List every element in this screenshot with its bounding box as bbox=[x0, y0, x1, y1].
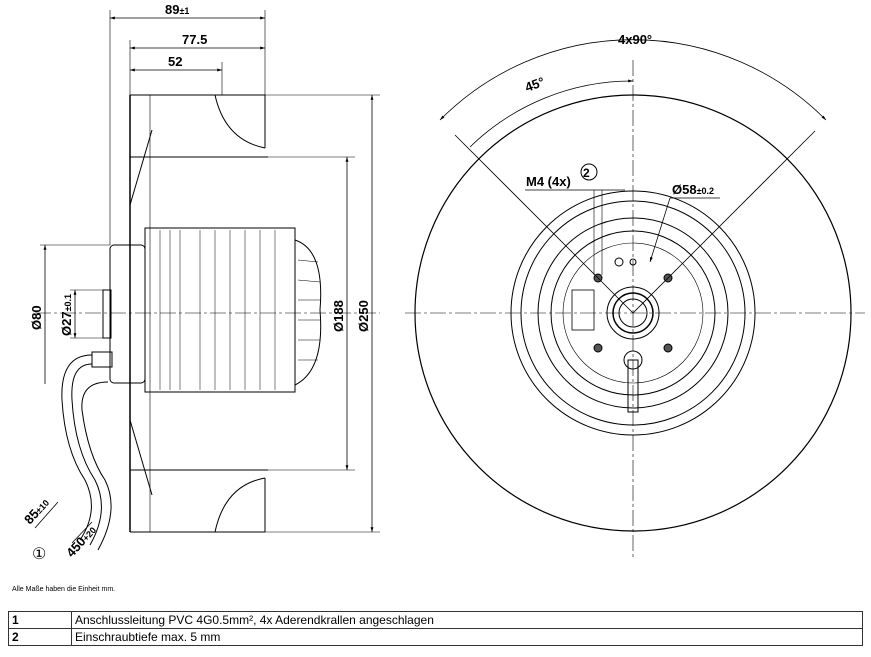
dim-m4: M4 (4x) bbox=[526, 174, 571, 189]
side-view bbox=[34, 10, 380, 551]
front-view bbox=[405, 39, 865, 560]
legend-number: 2 bbox=[8, 628, 72, 646]
dim-d27: Ø27±0.1 bbox=[59, 294, 74, 336]
dim-cable-450: 450+20 bbox=[63, 522, 99, 560]
motor-end-cap bbox=[294, 239, 322, 386]
side-view-labels: 89±1 77.5 52 Ø250 Ø188 Ø80 Ø27±0.1 85±10… bbox=[21, 2, 371, 563]
dim-cable-85: 85±10 bbox=[21, 495, 52, 527]
dim-d80: Ø80 bbox=[29, 305, 44, 330]
dim-4x90: 4x90° bbox=[618, 32, 652, 47]
legend-text: Anschlussleitung PVC 4G0.5mm², 4x Aderen… bbox=[71, 611, 863, 629]
dim-45: 45° bbox=[523, 74, 547, 95]
dim-d188: Ø188 bbox=[331, 300, 346, 332]
technical-drawing: 89±1 77.5 52 Ø250 Ø188 Ø80 Ø27±0.1 85±10… bbox=[21, 2, 865, 563]
units-note: Alle Maße haben die Einheit mm. bbox=[12, 586, 116, 593]
callout-2: 2 bbox=[583, 166, 590, 180]
legend-text: Einschraubtiefe max. 5 mm bbox=[71, 628, 863, 646]
motor-body bbox=[144, 227, 296, 393]
legend-table: 1 Anschlussleitung PVC 4G0.5mm², 4x Ader… bbox=[8, 611, 863, 646]
mounting-flange bbox=[109, 244, 146, 384]
table-row: 1 Anschlussleitung PVC 4G0.5mm², 4x Ader… bbox=[8, 611, 863, 629]
dim-d58: Ø58±0.2 bbox=[672, 182, 714, 197]
dim-77-5: 77.5 bbox=[182, 32, 207, 47]
front-view-labels: 4x90° 45° M4 (4x) 2 Ø58±0.2 bbox=[523, 32, 714, 197]
cable-gland bbox=[91, 351, 113, 368]
callout-1: ① bbox=[32, 546, 46, 563]
legend-number: 1 bbox=[8, 611, 72, 629]
dim-89: 89±1 bbox=[165, 2, 189, 17]
dim-52: 52 bbox=[168, 54, 182, 69]
dim-d250: Ø250 bbox=[356, 300, 371, 332]
table-row: 2 Einschraubtiefe max. 5 mm bbox=[8, 628, 863, 646]
